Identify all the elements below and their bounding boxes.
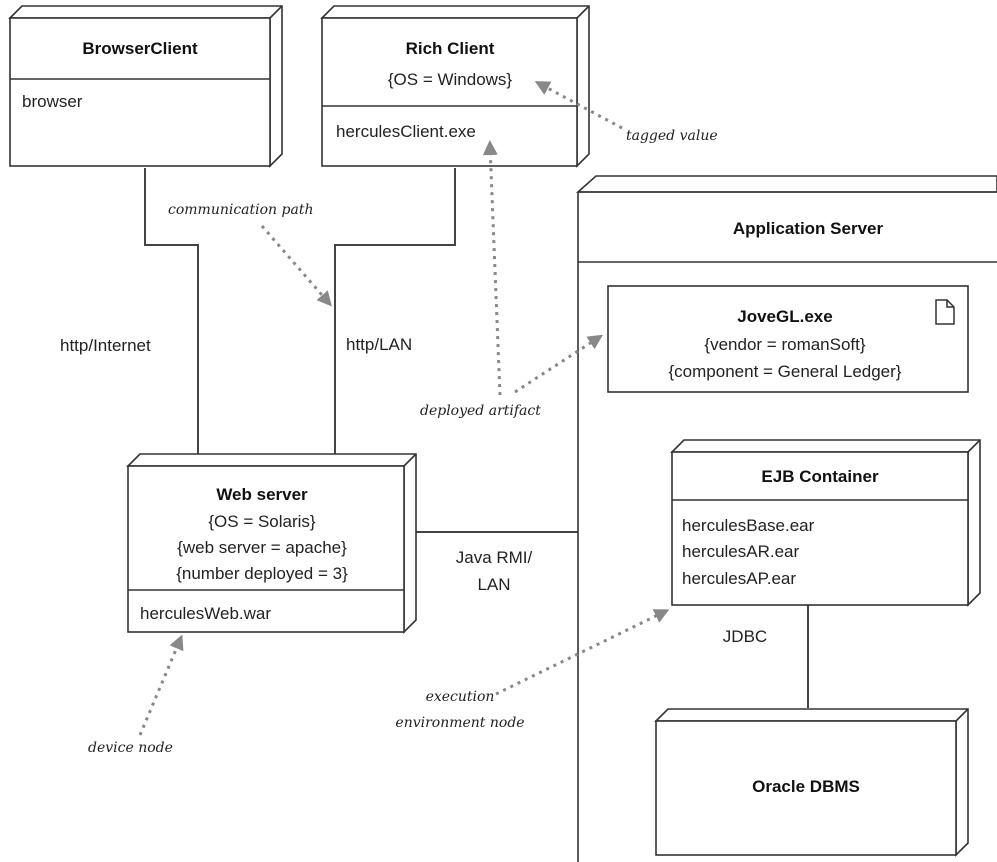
jovegl-title: JoveGL.exe	[737, 307, 832, 326]
communication-path-arrow	[260, 225, 332, 307]
web-server-node: Web server {OS = Solaris} {web server = …	[126, 453, 417, 634]
http-internet-label: http/Internet	[60, 336, 151, 355]
ejb-artifact-ar: herculesAR.ear	[682, 542, 800, 561]
ejb-container-title: EJB Container	[761, 467, 879, 486]
execution-env-note-line2: environment node	[395, 715, 524, 731]
browser-client-title: BrowserClient	[82, 39, 198, 58]
path-browser-to-web	[144, 168, 199, 455]
web-server-tag-deployed: {number deployed = 3}	[176, 564, 348, 583]
application-server-title: Application Server	[733, 219, 884, 238]
jovegl-tag-component: {component = General Ledger}	[669, 362, 902, 381]
ejb-container-node: EJB Container herculesBase.ear herculesA…	[670, 439, 981, 607]
deployed-artifact-arrow-up	[482, 140, 502, 396]
rich-client-artifact: herculesClient.exe	[336, 122, 476, 141]
ejb-artifact-base: herculesBase.ear	[682, 516, 815, 535]
rich-client-tag: {OS = Windows}	[388, 70, 513, 89]
browser-artifact: browser	[22, 92, 83, 111]
deployed-artifact-note: deployed artifact	[420, 403, 541, 419]
application-server-node: Application Server	[575, 175, 997, 862]
execution-env-note-line1: execution	[426, 689, 495, 705]
oracle-dbms-node: Oracle DBMS	[654, 708, 969, 857]
tagged-value-note: tagged value	[626, 128, 718, 144]
rich-client-node: Rich Client {OS = Windows} herculesClien…	[320, 5, 590, 168]
path-rich-to-web	[334, 168, 456, 455]
web-server-title: Web server	[216, 485, 308, 504]
deployed-artifact-arrow-right	[514, 334, 604, 394]
oracle-dbms-title: Oracle DBMS	[752, 777, 860, 796]
device-node-arrow	[138, 634, 184, 736]
jovegl-artifact: JoveGL.exe {vendor = romanSoft} {compone…	[607, 285, 969, 393]
web-server-tag-apache: {web server = apache}	[177, 538, 347, 557]
java-rmi-label-line2: LAN	[477, 575, 510, 594]
communication-paths	[144, 168, 809, 708]
execution-env-arrow	[495, 609, 670, 696]
document-icon	[935, 299, 955, 325]
device-node-note: device node	[88, 740, 173, 756]
web-server-artifact: herculesWeb.war	[140, 604, 271, 623]
rich-client-title: Rich Client	[406, 39, 495, 58]
ejb-artifact-ap: herculesAP.ear	[682, 569, 796, 588]
web-server-tag-os: {OS = Solaris}	[208, 512, 316, 531]
jdbc-label: JDBC	[723, 627, 767, 646]
http-lan-label: http/LAN	[346, 335, 412, 354]
annotation-arrows	[138, 81, 670, 736]
jovegl-tag-vendor: {vendor = romanSoft}	[704, 335, 865, 354]
communication-path-note: communication path	[168, 202, 313, 218]
java-rmi-label-line1: Java RMI/	[456, 548, 533, 567]
browser-client-node: BrowserClient browser	[8, 5, 283, 168]
